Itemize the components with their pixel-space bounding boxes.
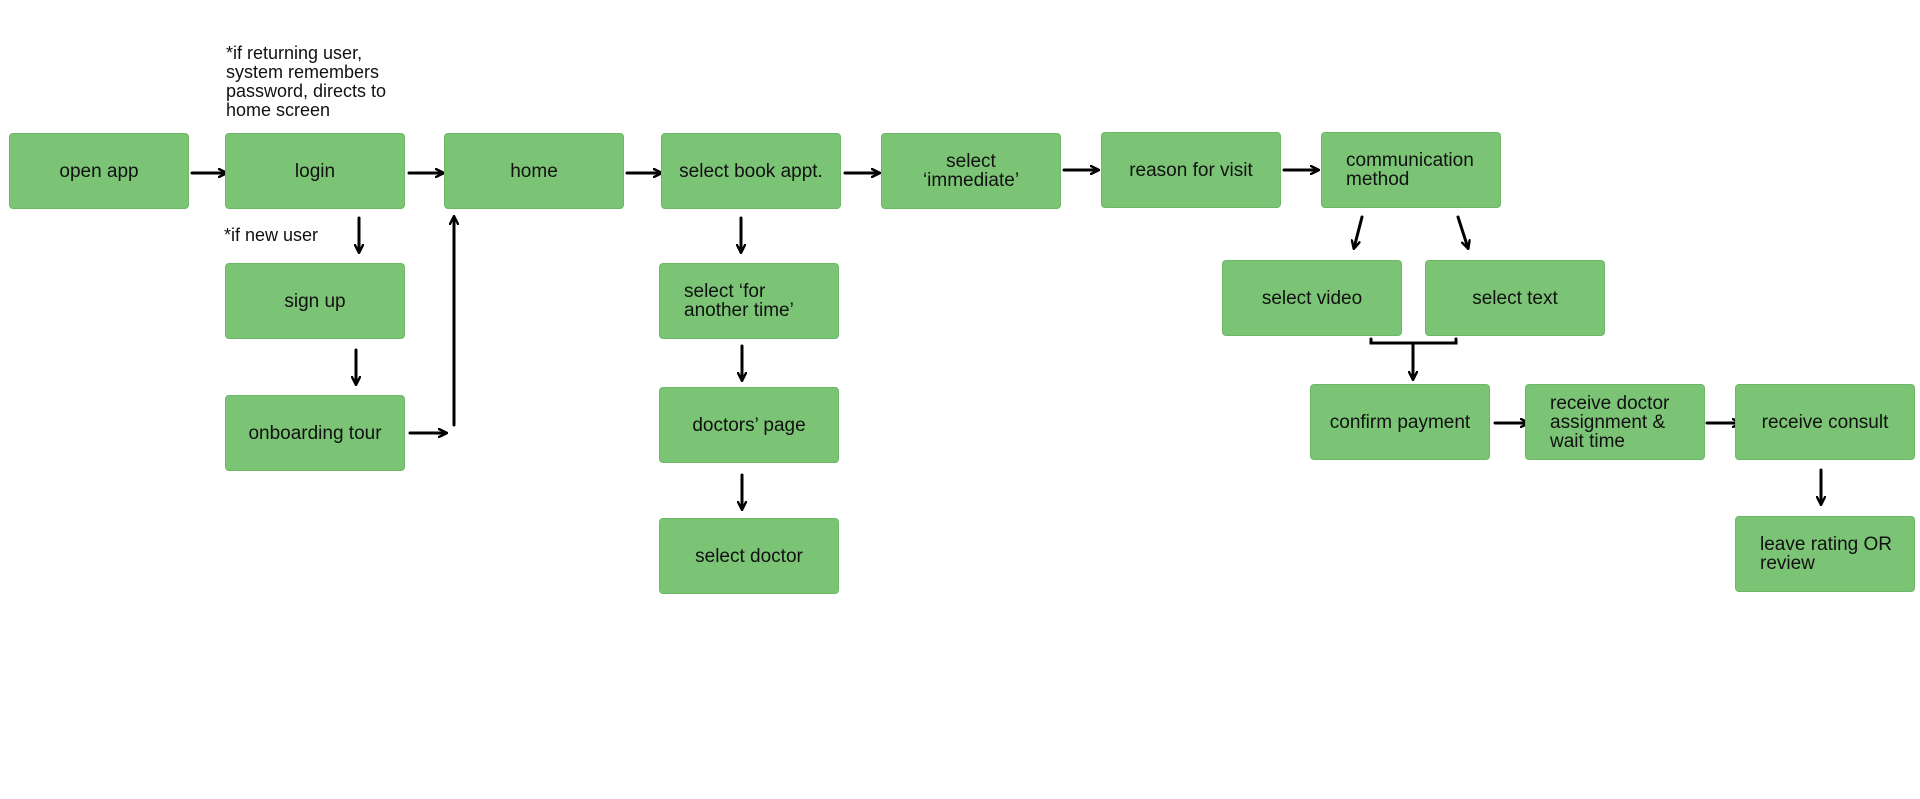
node-login: login xyxy=(225,133,405,209)
node-sign-up: sign up xyxy=(225,263,405,339)
node-onboarding-tour-label: onboarding tour xyxy=(248,422,382,444)
arrow-communication-to-text xyxy=(1456,215,1468,248)
node-select-for-another-time-label: select ‘for another time’ xyxy=(684,281,794,321)
node-reason-for-visit: reason for visit xyxy=(1101,132,1281,208)
node-receive-consult: receive consult xyxy=(1735,384,1915,460)
node-select-book-appt-label: select book appt. xyxy=(679,160,823,182)
node-login-label: login xyxy=(294,160,336,182)
node-select-text: select text xyxy=(1425,260,1605,336)
node-select-immediate: select ‘immediate’ xyxy=(881,133,1061,209)
node-onboarding-tour: onboarding tour xyxy=(225,395,405,471)
node-communication-method: communication method xyxy=(1321,132,1501,208)
returning-user-note: *if returning user, system remembers pas… xyxy=(226,43,387,120)
node-receive-doctor-assignment: receive doctor assignment & wait time xyxy=(1525,384,1705,460)
node-receive-consult-label: receive consult xyxy=(1761,411,1889,433)
node-reason-for-visit-label: reason for visit xyxy=(1129,159,1253,181)
node-open-app-label: open app xyxy=(59,160,139,182)
node-confirm-payment: confirm payment xyxy=(1310,384,1490,460)
node-open-app: open app xyxy=(9,133,189,209)
node-select-doctor-label: select doctor xyxy=(695,545,803,567)
node-confirm-payment-label: confirm payment xyxy=(1329,411,1471,433)
node-leave-rating: leave rating OR review xyxy=(1735,516,1915,592)
merge-bracket xyxy=(1369,337,1458,345)
node-home: home xyxy=(444,133,624,209)
node-doctors-page: doctors’ page xyxy=(659,387,839,463)
node-receive-doctor-assignment-label: receive doctor assignment & wait time xyxy=(1550,392,1670,452)
node-select-video-label: select video xyxy=(1261,287,1363,309)
node-sign-up-label: sign up xyxy=(284,290,346,312)
node-select-text-label: select text xyxy=(1472,287,1558,309)
new-user-note: *if new user xyxy=(224,225,319,245)
node-select-doctor: select doctor xyxy=(659,518,839,594)
node-communication-method-label: communication method xyxy=(1346,150,1474,190)
node-select-immediate-label: select ‘immediate’ xyxy=(922,151,1020,191)
arrow-communication-to-video xyxy=(1354,215,1364,248)
node-select-for-another-time: select ‘for another time’ xyxy=(659,263,839,339)
node-doctors-page-label: doctors’ page xyxy=(692,414,806,436)
node-leave-rating-label: leave rating OR review xyxy=(1760,534,1893,574)
node-home-label: home xyxy=(510,160,558,182)
node-select-book-appt: select book appt. xyxy=(661,133,841,209)
node-select-video: select video xyxy=(1222,260,1402,336)
